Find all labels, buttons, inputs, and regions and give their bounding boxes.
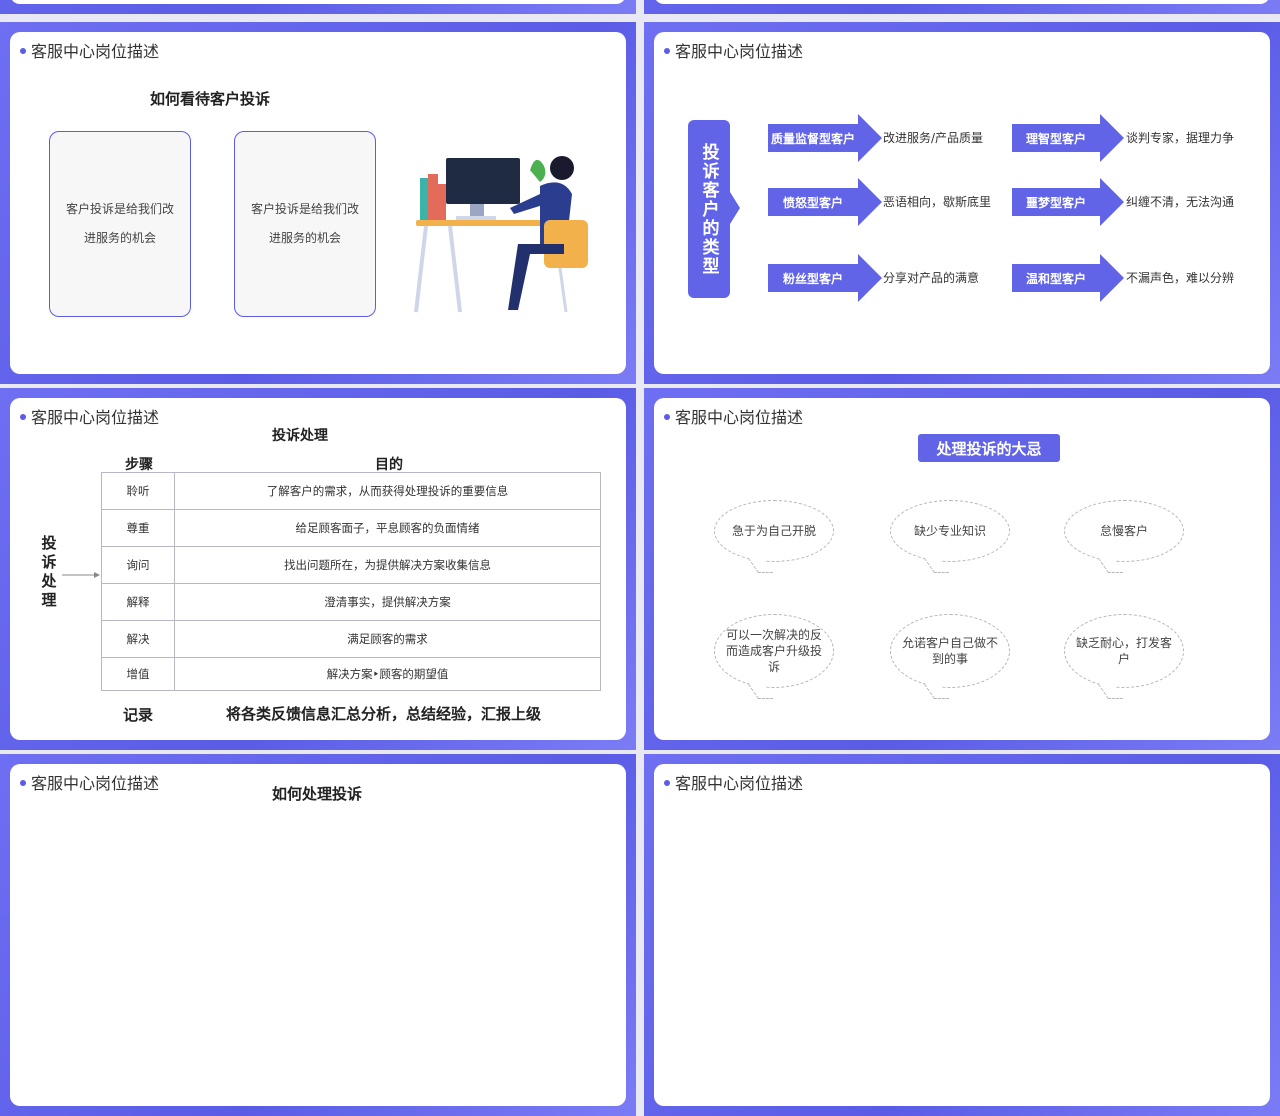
arrow-head-icon (858, 114, 882, 162)
table-row: 询问找出问题所在，为提供解决方案收集信息 (101, 546, 601, 584)
bullet-dot-icon (20, 779, 26, 786)
section-heading: 投诉处理 (272, 428, 328, 444)
slide-title: 客服中心岗位描述 (20, 770, 159, 794)
section-heading: 如何看待客户投诉 (150, 90, 271, 108)
type-arrow-left-1: 质量监督型客户 (768, 114, 882, 162)
column-header-step: 步骤 (125, 457, 153, 473)
type-desc: 纠缠不清，无法沟通 (1126, 195, 1235, 209)
slide-partial-bottom-right[interactable]: 客服中心岗位描述 (644, 754, 1280, 1116)
vertical-label-tip (730, 192, 740, 224)
info-card: 客户投诉是给我们改进服务的机会 (49, 131, 191, 317)
connector-arrow-icon (62, 572, 100, 578)
arrow-head-icon (858, 178, 882, 226)
bullet-dot-icon (664, 779, 670, 786)
type-arrow-right-2: 噩梦型客户 (1012, 178, 1124, 226)
speech-bubble: 可以一次解决的反而造成客户升级投诉 (714, 614, 834, 699)
section-badge: 处理投诉的大忌 (918, 434, 1060, 462)
type-desc: 恶语相向，歇斯底里 (883, 195, 992, 209)
vertical-process-label: 投诉处理 (41, 534, 57, 609)
slide-partial-top-right[interactable] (644, 0, 1280, 14)
arrow-head-icon (1100, 114, 1124, 162)
table-row: 解释澄清事实，提供解决方案 (101, 583, 601, 621)
slide-complaint-view[interactable]: 客服中心岗位描述 如何看待客户投诉 客户投诉是给我们改进服务的机会 客户投诉是给… (0, 22, 636, 384)
speech-bubble: 允诺客户自己做不到的事 (890, 614, 1010, 699)
type-arrow-left-3: 粉丝型客户 (768, 254, 882, 302)
slide-partial-top-left[interactable] (0, 0, 636, 14)
office-worker-illustration (414, 156, 588, 313)
slide-title: 客服中心岗位描述 (20, 404, 159, 428)
slide-how-to-handle[interactable]: 客服中心岗位描述 如何处理投诉 (0, 754, 636, 1116)
type-desc: 分享对产品的满意 (883, 271, 980, 285)
table-row: 尊重给足顾客面子，平息顾客的负面情绪 (101, 509, 601, 547)
type-desc: 改进服务/产品质量 (883, 131, 984, 145)
bubble-tail-icon (923, 558, 950, 573)
bullet-dot-icon (664, 47, 670, 54)
vertical-category-label: 投诉客户的类型 (688, 120, 730, 298)
bubble-tail-icon (1097, 684, 1124, 699)
slide-customer-types[interactable]: 客服中心岗位描述 投诉客户的类型 质量监督型客户 改进服务/产品质量 愤怒型客户… (644, 22, 1280, 384)
type-arrow-left-2: 愤怒型客户 (768, 178, 882, 226)
type-arrow-right-1: 理智型客户 (1012, 114, 1124, 162)
arrow-head-icon (858, 254, 882, 302)
info-card: 客户投诉是给我们改进服务的机会 (234, 131, 376, 317)
speech-bubble: 缺少专业知识 (890, 500, 1010, 573)
bullet-dot-icon (20, 47, 26, 54)
slide-title: 客服中心岗位描述 (20, 38, 159, 62)
type-desc: 不漏声色，难以分辨 (1126, 271, 1235, 285)
handling-steps-table: 聆听了解客户的需求，从而获得处理投诉的重要信息 尊重给足顾客面子，平息顾客的负面… (101, 472, 601, 691)
type-arrow-right-3: 温和型客户 (1012, 254, 1124, 302)
speech-bubble: 怠慢客户 (1064, 500, 1184, 573)
speech-bubble: 急于为自己开脱 (714, 500, 834, 573)
bubble-tail-icon (1097, 558, 1124, 573)
bullet-dot-icon (20, 413, 26, 420)
bubble-tail-icon (747, 684, 774, 699)
bubble-tail-icon (923, 684, 950, 699)
arrow-head-icon (1100, 254, 1124, 302)
type-desc: 谈判专家，据理力争 (1126, 131, 1235, 145)
table-row: 聆听了解客户的需求，从而获得处理投诉的重要信息 (101, 472, 601, 510)
table-row: 增值解决方案‣顾客的期望值 (101, 657, 601, 691)
record-text: 将各类反馈信息汇总分析，总结经验，汇报上级 (226, 705, 542, 723)
section-heading: 如何处理投诉 (272, 785, 363, 803)
table-row: 解决满足顾客的需求 (101, 620, 601, 658)
column-header-purpose: 目的 (375, 457, 403, 473)
speech-bubble: 缺乏耐心，打发客户 (1064, 614, 1184, 699)
arrow-head-icon (1100, 178, 1124, 226)
bubble-tail-icon (747, 558, 774, 573)
slide-complaint-taboos[interactable]: 客服中心岗位描述 处理投诉的大忌 急于为自己开脱 缺少专业知识 怠慢客户 可以一… (644, 388, 1280, 750)
slide-title: 客服中心岗位描述 (664, 38, 803, 62)
slide-complaint-handling[interactable]: 客服中心岗位描述 投诉处理 步骤 目的 投诉处理 聆听了解客户的需求，从而获得处… (0, 388, 636, 750)
slide-title: 客服中心岗位描述 (664, 770, 803, 794)
record-label: 记录 (123, 706, 154, 724)
slide-title: 客服中心岗位描述 (664, 404, 803, 428)
bullet-dot-icon (664, 413, 670, 420)
